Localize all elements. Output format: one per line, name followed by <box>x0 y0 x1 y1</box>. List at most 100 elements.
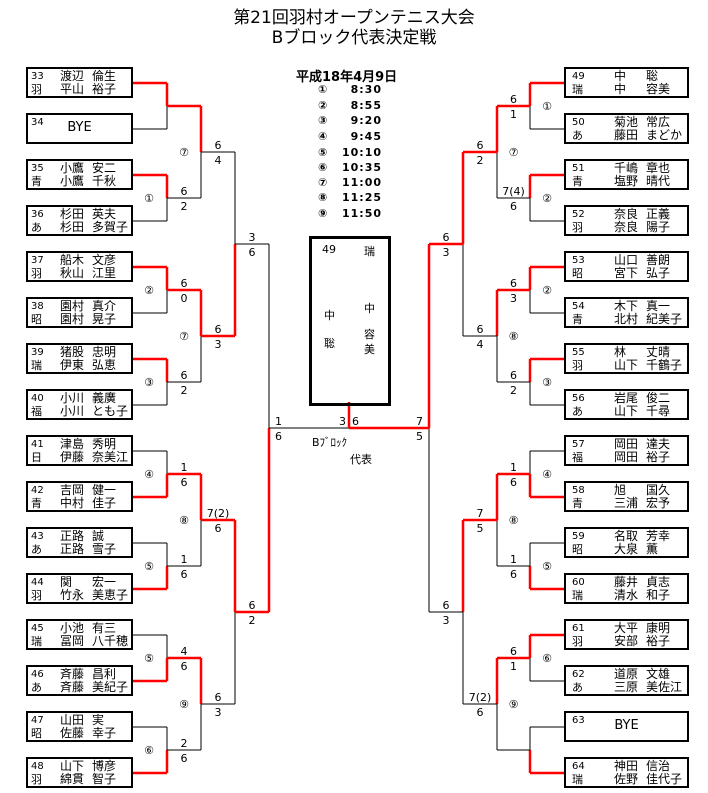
slot-time: 8:30 <box>350 83 382 96</box>
player2-surname: 大泉 <box>614 542 639 556</box>
score-bottom: 6 <box>215 522 222 535</box>
score-bottom: 6 <box>181 476 188 489</box>
player1-given: 忠明 <box>92 345 117 359</box>
match-number-icon: ⑤ <box>318 146 328 159</box>
entry-club: 昭 <box>31 313 42 326</box>
entry-club: あ <box>31 681 42 694</box>
entry-number: 39 <box>31 347 44 358</box>
entry-club: 羽 <box>31 267 42 280</box>
entry-club: あ <box>31 543 42 556</box>
champion-p1-given: 聡 <box>324 337 335 350</box>
score-top: 6 <box>477 139 484 152</box>
player2-surname: 斉藤 <box>60 680 85 694</box>
entry-club: あ <box>31 221 42 234</box>
score-top: 6 <box>510 93 517 106</box>
player1-given: 国久 <box>646 483 671 497</box>
player2-surname: 岡田 <box>614 450 639 464</box>
player2-given: 美恵子 <box>92 588 129 602</box>
match-number-icon: ④ <box>318 130 328 143</box>
player1-surname: 中 <box>614 69 627 83</box>
entry-club: あ <box>572 405 583 418</box>
score-top: 6 <box>215 323 222 336</box>
player2-surname: 三原 <box>614 680 639 694</box>
player1-given: 章也 <box>646 161 671 175</box>
player2-surname: 三浦 <box>614 496 639 510</box>
player2-given: 千尋 <box>646 404 671 418</box>
player2-surname: 中村 <box>60 496 85 510</box>
score-bottom: 2 <box>510 384 517 397</box>
player1-surname: 名取 <box>614 529 639 543</box>
champion-box: 49 瑞 中 聡 中 容美 <box>309 236 391 406</box>
slot-time: 11:25 <box>341 191 382 204</box>
player1-surname: 関 <box>60 575 73 589</box>
final-caption-block: Bﾌﾞﾛｯｸ <box>312 436 348 449</box>
entry-number: 56 <box>572 393 585 404</box>
score-bottom: 5 <box>416 430 423 443</box>
score-top: 6 <box>477 323 484 336</box>
player2-given: 裕子 <box>646 634 671 648</box>
entry-number: 35 <box>31 163 44 174</box>
player1-surname: 岡田 <box>614 437 639 451</box>
player2-given: 美紀子 <box>92 680 129 694</box>
player2-surname: 奈良 <box>614 220 639 234</box>
score-top: 6 <box>443 599 450 612</box>
player1-surname: 山口 <box>614 253 639 267</box>
player1-surname: 藤井 <box>614 575 639 589</box>
match-number-icon: ⑨ <box>318 207 328 220</box>
entry-number: 42 <box>31 485 44 496</box>
score-bottom: 1 <box>510 108 517 121</box>
match-number-icon: ⑤ <box>144 652 154 665</box>
score-bottom: 2 <box>249 614 256 627</box>
match-number-icon: ⑥ <box>144 744 154 757</box>
match-number-icon: ⑦ <box>179 146 189 159</box>
entry-club: 羽 <box>572 359 583 372</box>
entry-club: 日 <box>31 451 42 464</box>
player1-given: 秀明 <box>92 437 117 451</box>
score-bottom: 3 <box>443 614 450 627</box>
score-top: 6 <box>215 691 222 704</box>
score-bottom: 6 <box>510 476 517 489</box>
entry-number: 44 <box>31 577 44 588</box>
score-top: 6 <box>181 185 188 198</box>
entry-club: あ <box>572 129 583 142</box>
slot-time: 8:55 <box>350 99 382 112</box>
player1-surname: 斉藤 <box>60 667 85 681</box>
player1-surname: 千嶋 <box>614 161 639 175</box>
player1-given: 芳幸 <box>646 529 671 543</box>
match-number-icon: ⑧ <box>318 191 328 204</box>
player1-given: 文彦 <box>92 253 117 267</box>
match-number-icon: ⑦ <box>509 146 519 159</box>
match-number-icon: ⑥ <box>318 161 328 174</box>
player2-given: 幸子 <box>92 726 117 740</box>
player1-surname: 船木 <box>60 253 85 267</box>
match-number-icon: ⑧ <box>179 514 189 527</box>
player1-surname: 吉岡 <box>60 483 85 497</box>
slot-time: 11:50 <box>341 207 382 220</box>
score-top: 7(4) <box>502 185 525 198</box>
entry-number: 41 <box>31 439 44 450</box>
champion-club: 瑞 <box>364 245 375 258</box>
score-bottom: 6 <box>510 200 517 213</box>
player2-given: 八千穂 <box>92 634 129 648</box>
player1-given: 俊二 <box>646 391 671 405</box>
score-bottom: 4 <box>477 338 484 351</box>
match-number-icon: ④ <box>144 468 154 481</box>
player1-given: 達夫 <box>646 437 671 451</box>
player1-surname: 園村 <box>60 299 85 313</box>
match-number-icon: ⑤ <box>542 560 552 573</box>
player2-surname: 伊東 <box>60 358 85 372</box>
match-number-icon: ⑦ <box>179 330 189 343</box>
